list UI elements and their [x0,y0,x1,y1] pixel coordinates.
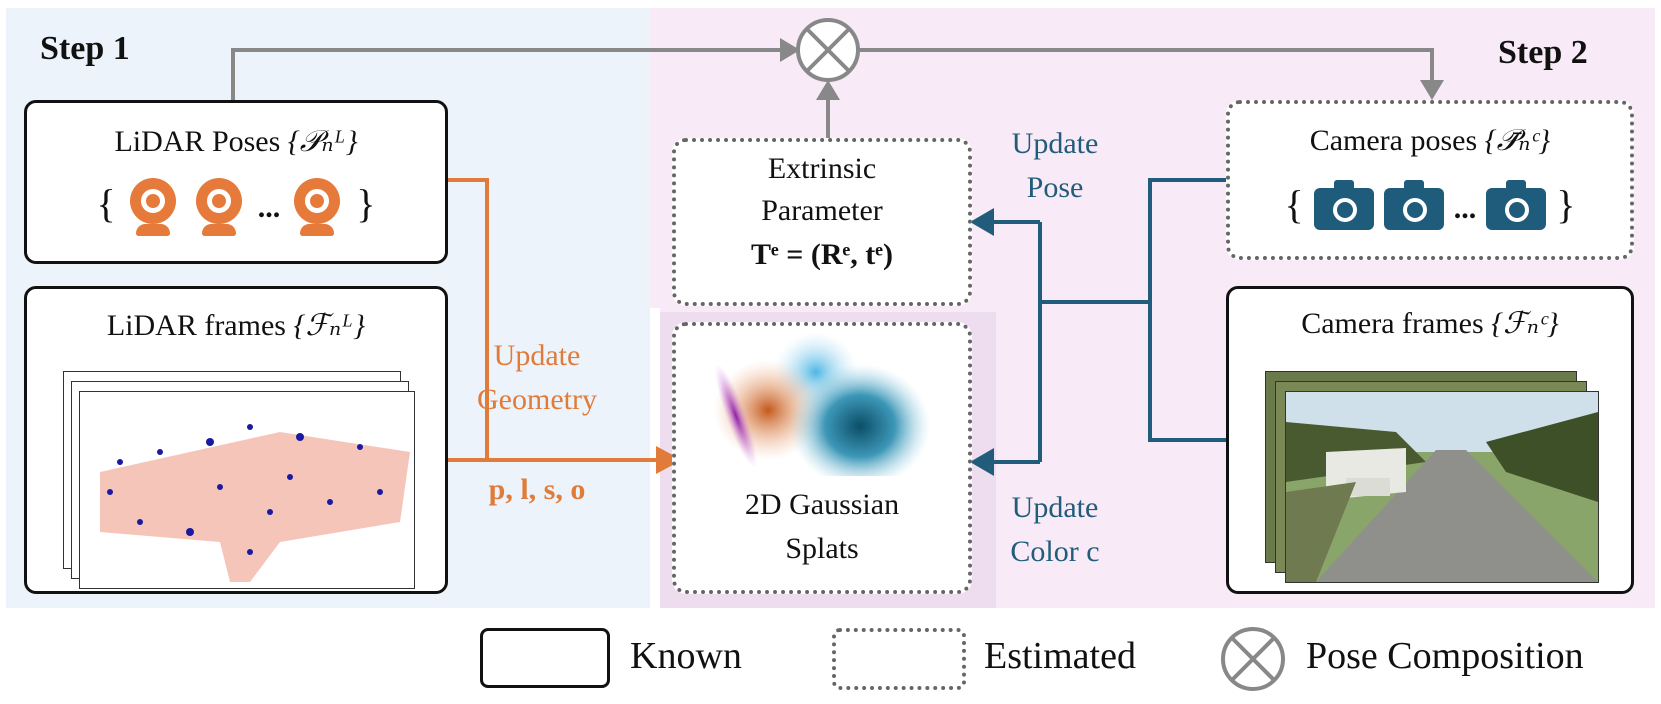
extrinsic-formula: Tᵉ = (Rᵉ, tᵉ) [750,238,894,271]
step2-panel-bridge [650,8,660,308]
camera-icon-row: { ... } [1230,174,1630,240]
camera-frames-math: {ℱₙᶜ} [1491,307,1559,340]
lidar-poses-title: LiDAR Poses {𝒫ₙᴸ} [27,125,445,159]
legend-pose-composition-icon [1221,627,1285,691]
camera-icon [1383,179,1444,230]
lidar-icon-row: { ... } [27,173,445,239]
lidar-frames-label: LiDAR frames [106,309,286,342]
street-image [1285,391,1599,583]
update-color-line2: Color c [1010,535,1100,568]
lidar-poses-label: LiDAR Poses [114,125,281,158]
lidar-poses-math: {𝒫ₙᴸ} [287,125,358,158]
extrinsic-line2: Parameter [761,194,883,227]
camera-poses-math: {𝒫̄ₙᶜ} [1484,124,1551,157]
lidar-frames-title: LiDAR frames {ℱₙᴸ} [27,309,445,343]
camera-poses-title: Camera poses {𝒫̄ₙᶜ} [1230,124,1630,158]
ellipsis: ... [1453,192,1477,225]
update-color-label: Update Color c [990,486,1120,574]
brace-close: } [1556,182,1576,227]
camera-frames-title: Camera frames {ℱₙᶜ} [1229,307,1631,341]
update-geometry-line1: Update [493,339,581,372]
lidar-frames-math: {ℱₙᴸ} [293,309,366,342]
gaussian-splats-box: 2D Gaussian Splats [672,322,972,594]
brace-open: { [1284,182,1304,227]
legend-known-swatch [480,628,610,688]
gaussian-blobs [714,332,930,476]
step1-label: Step 1 [40,30,130,67]
update-color-line1: Update [1011,491,1099,524]
ellipsis: ... [257,191,281,224]
brace-open: { [96,181,116,226]
camera-poses-label: Camera poses [1309,124,1478,157]
brace-close: } [356,181,376,226]
camera-frames-label: Camera frames [1301,307,1484,340]
extrinsic-parameter-box: Extrinsic Parameter Tᵉ = (Rᵉ, tᵉ) [672,138,972,306]
lidar-sensor-icon [290,177,346,238]
camera-icon [1313,179,1374,230]
lidar-point-cloud [79,391,415,589]
update-pose-line2: Pose [1026,171,1084,204]
pose-composition-symbol [796,18,860,82]
lidar-sensor-icon [192,177,248,238]
update-pose-line1: Update [1011,127,1099,160]
update-pose-label: Update Pose [990,122,1120,210]
step2-label: Step 2 [1498,34,1588,71]
camera-frames-box: Camera frames {ℱₙᶜ} [1226,286,1634,594]
lidar-poses-box: LiDAR Poses {𝒫ₙᴸ} { ... } [24,100,448,264]
legend-pose-composition-label: Pose Composition [1306,635,1584,677]
legend-estimated-swatch [832,628,966,690]
lidar-frames-box: LiDAR frames {ℱₙᴸ} [24,286,448,594]
camera-poses-box: Camera poses {𝒫̄ₙᶜ} { ... } [1226,100,1634,260]
geometry-params: p, l, s, o [488,473,586,506]
gaussian-line1: 2D Gaussian [744,488,900,521]
legend-known-label: Known [630,635,742,677]
legend-estimated-label: Estimated [984,635,1136,677]
extrinsic-line1: Extrinsic [767,152,877,185]
gaussian-line2: Splats [785,532,859,565]
camera-icon [1486,179,1547,230]
update-geometry-line2: Geometry [477,383,597,416]
update-geometry-label: Update Geometry [462,334,612,422]
lidar-sensor-icon [126,177,182,238]
